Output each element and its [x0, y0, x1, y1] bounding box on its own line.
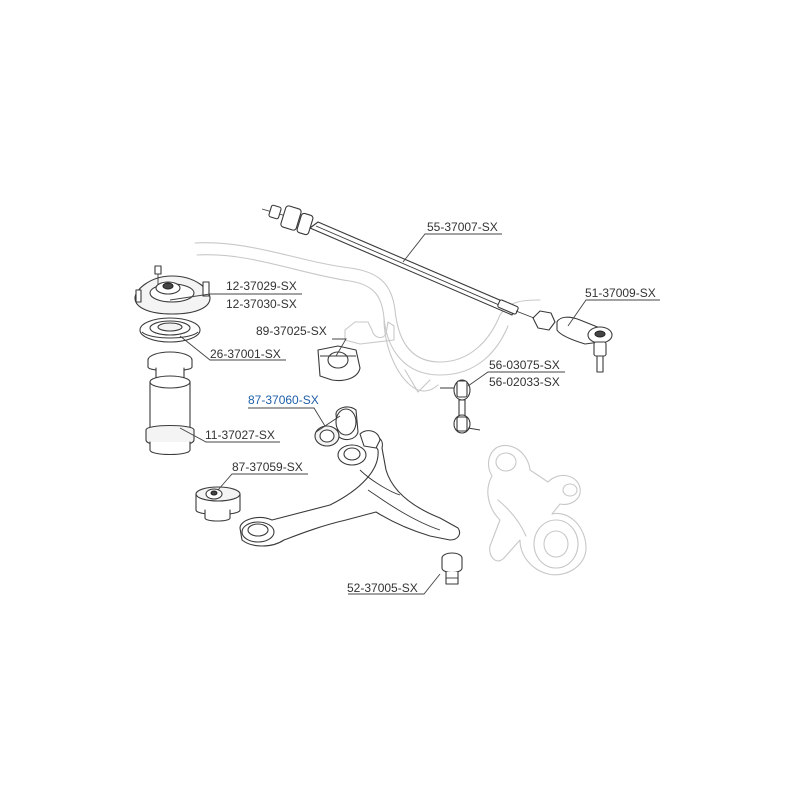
label-11-37027[interactable]: 11-37027-SX	[205, 428, 275, 442]
part-labels: 55-37007-SX 51-37009-SX 12-37029-SX 12-3…	[205, 220, 656, 595]
steering-knuckle	[487, 444, 587, 576]
rear-arm-bushing-part[interactable]	[195, 486, 241, 522]
label-56-03075[interactable]: 56-03075-SX	[489, 358, 560, 372]
label-12-37029[interactable]: 12-37029-SX	[226, 279, 297, 293]
label-89-37025[interactable]: 89-37025-SX	[256, 324, 327, 338]
label-12-37030[interactable]: 12-37030-SX	[226, 297, 297, 311]
label-26-37001[interactable]: 26-37001-SX	[210, 347, 281, 361]
leader-lines	[169, 233, 660, 595]
label-51-37009[interactable]: 51-37009-SX	[585, 286, 656, 300]
label-87-37060[interactable]: 87-37060-SX	[248, 393, 319, 407]
tie-rod-part[interactable]	[261, 204, 556, 331]
front-arm-bushing-part[interactable]	[314, 406, 359, 447]
strut-mount-part[interactable]	[134, 265, 211, 315]
tie-rod-end-part[interactable]	[556, 316, 613, 373]
stabilizer-bar-outline	[194, 242, 541, 393]
label-52-37005[interactable]: 52-37005-SX	[347, 581, 418, 595]
label-87-37059[interactable]: 87-37059-SX	[232, 460, 303, 474]
ball-joint-part[interactable]	[441, 552, 463, 585]
strut-bearing-part[interactable]	[139, 317, 201, 343]
label-56-02033[interactable]: 56-02033-SX	[489, 375, 560, 389]
stabilizer-link-part[interactable]	[440, 379, 481, 434]
label-55-37007[interactable]: 55-37007-SX	[427, 220, 498, 234]
stabilizer-bushing-part[interactable]	[317, 321, 395, 382]
bump-stop-part[interactable]	[145, 351, 195, 456]
lower-control-arm	[239, 430, 461, 547]
